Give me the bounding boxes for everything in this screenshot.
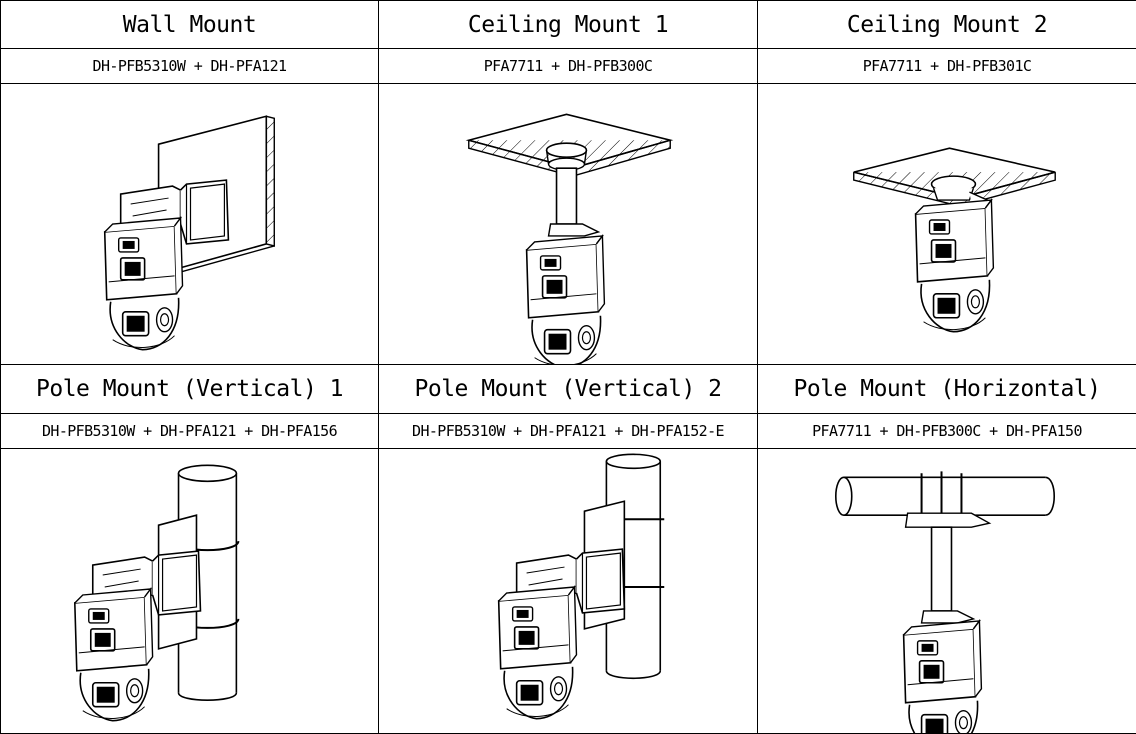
pole-mount-horizontal-illustration (758, 471, 1136, 733)
wall-mount-illustration-cell (0, 83, 379, 366)
pendant-pole (922, 527, 974, 623)
mount-model-pole-vertical-1: DH-PFB5310W + DH-PFA121 + DH-PFA156 (0, 412, 379, 449)
mount-title-pole-horizontal: Pole Mount (Horizontal) (757, 364, 1136, 414)
mount-title-pole-vertical-1: Pole Mount (Vertical) 1 (0, 364, 379, 414)
ceiling-mount-2-illustration-cell (757, 83, 1136, 366)
pole-mount-vertical-2-illustration-cell (378, 447, 758, 734)
pendant-pole (547, 144, 599, 237)
ceiling-mount-long-pole-illustration (379, 84, 757, 364)
mount-model-wall: DH-PFB5310W + DH-PFA121 (0, 48, 379, 85)
mount-model-pole-horizontal: PFA7711 + DH-PFB300C + DH-PFA150 (757, 412, 1136, 449)
mount-model-pole-vertical-2: DH-PFB5310W + DH-PFA121 + DH-PFA152-E (378, 412, 758, 449)
mount-model-ceiling-1: PFA7711 + DH-PFB300C (378, 48, 758, 85)
mount-model-ceiling-2: PFA7711 + DH-PFB301C (757, 48, 1136, 85)
ceiling-mount-short-illustration (758, 84, 1136, 333)
pole-mount-vertical-1-illustration (74, 449, 378, 722)
mount-title-wall: Wall Mount (0, 0, 379, 50)
horizontal-pole (836, 471, 1054, 527)
mount-title-ceiling-1: Ceiling Mount 1 (378, 0, 758, 50)
pole-mount-horizontal-illustration-cell (757, 447, 1136, 734)
pole-mount-vertical-2-illustration (497, 449, 665, 720)
ceiling-mount-1-illustration-cell (378, 83, 758, 366)
wall-mount-camera-illustration (103, 84, 378, 351)
pole-mount-vertical-1-illustration-cell (0, 447, 379, 734)
mount-title-pole-vertical-2: Pole Mount (Vertical) 2 (378, 364, 758, 414)
mount-title-ceiling-2: Ceiling Mount 2 (757, 0, 1136, 50)
